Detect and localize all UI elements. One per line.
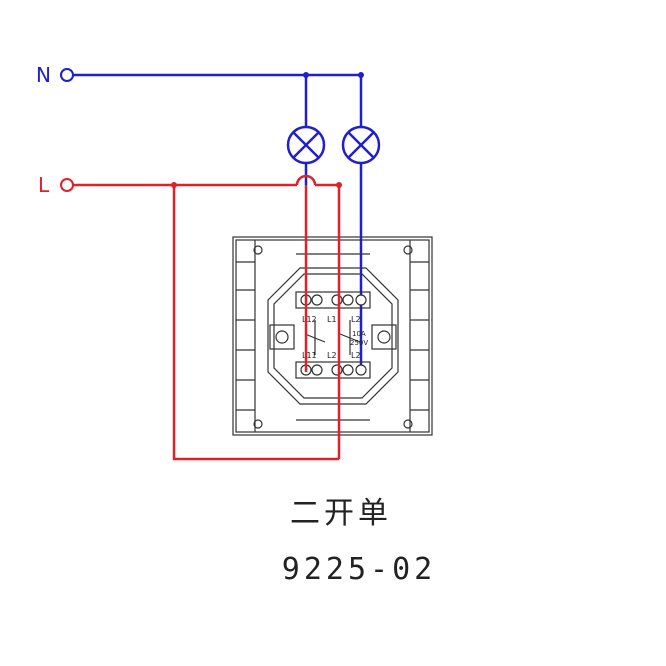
neutral-junction xyxy=(303,72,309,78)
label-rating-a: 10A xyxy=(352,330,366,338)
switch-panel xyxy=(232,236,433,436)
lamp-icon xyxy=(286,125,326,165)
label-l11: L11 xyxy=(302,351,317,360)
neutral-terminal xyxy=(60,68,74,82)
label-l2-top: L2 xyxy=(351,315,361,324)
label-l2-right: L2 xyxy=(351,351,361,360)
label-l12: L12 xyxy=(302,315,317,324)
neutral-label: N xyxy=(36,63,51,87)
label-rating-v: 250V xyxy=(350,339,368,347)
product-name: 二开单 xyxy=(290,496,392,531)
model-number: 9225-02 xyxy=(281,552,437,587)
live-label: L xyxy=(38,173,50,197)
lamp-icon xyxy=(341,125,381,165)
neutral-junction xyxy=(358,72,364,78)
neutral-wires xyxy=(73,73,363,372)
live-wires xyxy=(73,174,341,461)
live-junction xyxy=(171,182,177,188)
live-junction xyxy=(336,182,342,188)
label-l1-top: L1 xyxy=(327,315,337,324)
label-l2-bottom: L2 xyxy=(327,351,337,360)
live-terminal xyxy=(60,178,74,192)
